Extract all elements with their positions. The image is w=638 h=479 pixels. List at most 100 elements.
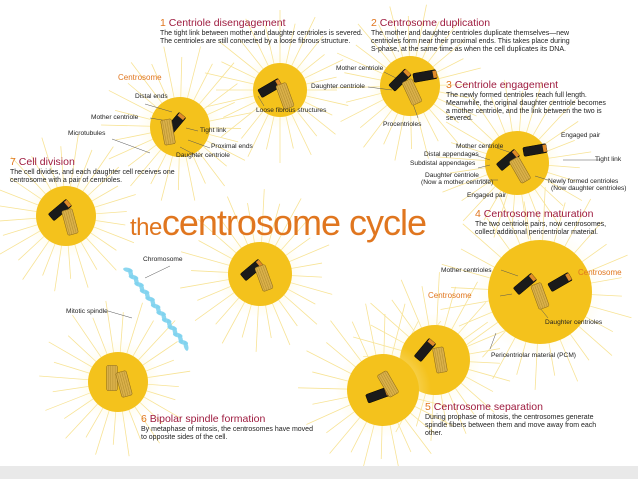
- step6-number: 6: [141, 413, 147, 425]
- step2-heading: Centrosome duplication: [379, 17, 491, 29]
- centriole-stripe: [166, 119, 172, 145]
- title-main: centrosome cycle: [161, 202, 427, 243]
- centriole-stripe: [510, 160, 524, 183]
- label-tight-link-1: Tight link: [200, 127, 227, 134]
- label-newly-formed: Newly formed centrioles: [548, 178, 619, 185]
- step2-title: 2 Centrosome duplication: [371, 18, 490, 29]
- gold-centriole: [509, 156, 531, 184]
- label-daughter-centriole-3-note: (Now a mother centriole): [421, 179, 494, 186]
- label-distal-appendages: Distal appendages: [424, 151, 479, 158]
- label-daughter-centriole-1: Daughter centriole: [176, 152, 230, 159]
- step2-number: 2: [371, 17, 377, 29]
- step6-title: 6 Bipolar spindle formation: [141, 414, 265, 425]
- centriole-body: [432, 346, 448, 374]
- centriole-stripe: [123, 370, 131, 396]
- centriole-stripe: [277, 85, 287, 110]
- label-chromosome: Chromosome: [143, 256, 183, 263]
- step1-heading: Centriole disengagement: [168, 17, 286, 29]
- label-engaged-pair-bottom: Engaged pair: [467, 192, 507, 199]
- centriole-body: [254, 264, 274, 292]
- centriole-stripe: [409, 79, 421, 103]
- centriole-stripe: [438, 347, 444, 373]
- step2-description: The mother and daughter centrioles dupli…: [371, 30, 570, 53]
- gold-centriole: [106, 365, 118, 391]
- step1-number: 1: [160, 17, 166, 29]
- centriole-body: [402, 78, 422, 106]
- label-engaged-pair-top: Engaged pair: [561, 132, 601, 139]
- step6-heading: Bipolar spindle formation: [149, 413, 266, 425]
- label-mitotic-spindle: Mitotic spindle: [66, 308, 108, 315]
- step7-title: 7 Cell division: [10, 157, 75, 168]
- centriole-stripe: [382, 372, 396, 395]
- label-procentrioles: Procentrioles: [383, 121, 422, 128]
- centriole-stripe: [162, 120, 167, 146]
- centriole-stripe: [516, 157, 530, 180]
- step5-description: During prophase of mitosis, the centroso…: [425, 414, 597, 437]
- centriole-stripe: [532, 285, 542, 310]
- label-pcm: Pericentriolar material (PCM): [491, 352, 577, 359]
- centriole-cap: [427, 338, 436, 347]
- black-centriole: [412, 69, 438, 83]
- centriole-stripe: [440, 347, 446, 372]
- label-microtubules: Microtubules: [68, 130, 106, 137]
- centriole-stripe: [283, 83, 293, 107]
- step4-number: 4: [475, 208, 481, 220]
- centriole-cap: [403, 69, 411, 77]
- step7-description: The cell divides, and each daughter cell…: [10, 169, 175, 184]
- centriole-stripe: [168, 119, 174, 144]
- gold-centriole: [254, 264, 274, 292]
- centriole-stripe: [279, 84, 289, 109]
- centriole-cap: [177, 112, 186, 121]
- centriole-stripe: [403, 82, 415, 106]
- label-loose-fibrous: Loose fibrous structures: [256, 107, 327, 114]
- step5-number: 5: [425, 401, 431, 413]
- step6-description: By metaphase of mitosis, the centrosomes…: [141, 426, 313, 441]
- centriole-stripe: [534, 284, 544, 309]
- label-mother-centriole-2: Mother centriole: [336, 65, 384, 72]
- centriole-cap: [565, 273, 572, 282]
- step1-description: The tight link between mother and daught…: [160, 30, 363, 45]
- centriole-stripe: [538, 283, 548, 307]
- black-centriole: [547, 272, 573, 292]
- centriole-stripe: [65, 210, 73, 235]
- centriole-stripe: [258, 266, 268, 291]
- step5-heading: Centrosome separation: [433, 401, 543, 413]
- centriole-body: [115, 370, 133, 398]
- centriole-stripe: [117, 372, 125, 398]
- label-centrosome-right: Centrosome: [578, 268, 622, 277]
- step3-heading: Centriole engagement: [454, 79, 559, 91]
- black-centriole: [513, 273, 537, 295]
- gold-centriole: [432, 346, 448, 374]
- chromosome-segment: [183, 341, 189, 351]
- step4-description: The two centriole pairs, now centrosomes…: [475, 221, 607, 236]
- centriole-stripe: [256, 267, 266, 292]
- centriole-body: [522, 143, 548, 157]
- label-subdistal-appendages: Subdistal appendages: [410, 160, 476, 167]
- label-distal-ends: Distal ends: [135, 93, 168, 100]
- centriole-stripe: [436, 347, 442, 373]
- centriole-stripe: [69, 208, 77, 234]
- gold-centriole: [402, 78, 422, 106]
- diagram-title: thecentrosome cycle: [130, 202, 427, 244]
- gold-centriole: [377, 370, 399, 398]
- centriole-body: [160, 118, 176, 146]
- centriole-stripe: [536, 283, 546, 308]
- gold-centriole: [160, 118, 176, 146]
- centriole-stripe: [119, 372, 127, 397]
- centriole-stripe: [262, 265, 272, 289]
- centriole-stripe: [281, 83, 291, 108]
- centriole-cap: [528, 273, 537, 282]
- centriole-body: [257, 78, 283, 98]
- gold-centriole: [61, 208, 79, 236]
- label-mother-centrioles-4: Mother centrioles: [441, 267, 492, 274]
- label-leader-lines: [107, 71, 600, 350]
- label-daughter-centriole-3: Daughter centriole: [425, 172, 479, 179]
- step4-title: 4 Centrosome maturation: [475, 209, 593, 220]
- label-proximal-ends: Proximal ends: [211, 143, 253, 150]
- label-mother-centriole-3: Mother centriole: [456, 143, 504, 150]
- gold-centriole: [115, 370, 133, 398]
- step7-heading: Cell division: [18, 156, 75, 168]
- step5-title: 5 Centrosome separation: [425, 402, 543, 413]
